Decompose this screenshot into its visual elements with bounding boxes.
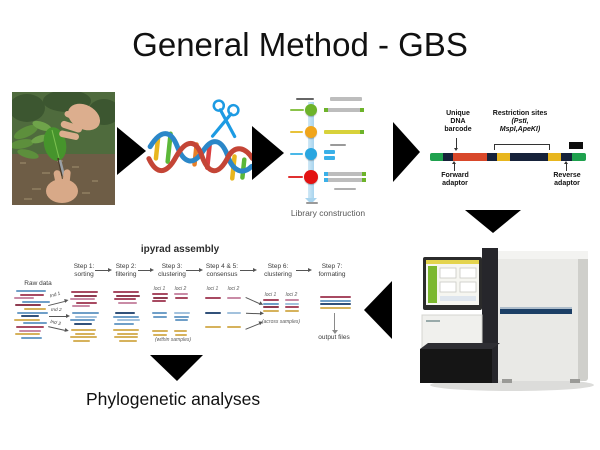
converge-arrow-top [245,296,260,305]
dna-cutting-illustration [142,92,261,210]
flow-arrow-right-2 [252,126,284,180]
restriction-bracket [494,144,550,150]
read-structure-diagram: Unique DNA barcode Restriction sites (Ps… [428,104,594,192]
reverse-adaptor-label: Reverse adaptor [553,172,581,187]
scissors-icon [210,99,240,139]
dna-helix [146,131,255,181]
sequencer-machine-image [420,233,595,398]
flow-arrow-down-1 [465,210,521,233]
tiny-label [296,98,314,100]
ind-2-arrow [49,314,70,318]
forward-pointer-arrow [452,161,456,171]
formatted-output-stack [320,296,351,310]
a-tailing-bar [324,130,364,134]
across-cluster-2 [285,299,302,313]
adapter-bar [324,156,335,160]
step-connector-arrow [138,268,154,272]
loci-2-label: loci 2 [174,286,187,292]
loci-2-label: loci 2 [285,292,298,298]
barcode-pointer-arrow [454,138,458,151]
adapter-bar [324,150,335,154]
filtered-reads-red [113,291,140,305]
reverse-pointer-arrow [564,161,568,171]
lib-step-dot-1 [305,104,317,116]
within-samples-caption: (within samples) [154,337,192,343]
across-samples-caption: (across samples) [261,319,301,325]
flow-arrow-right-3 [393,122,420,182]
step-connector-arrow [240,268,257,272]
sorted-reads-blue [70,312,99,326]
across-cluster-1 [263,299,280,313]
dna-fragment-bar [330,97,362,101]
step-7-label: Step 7: formating [318,263,346,278]
sequencer-screen [423,257,482,310]
consensus-yellow-1 [205,326,222,330]
loci-2-label: loci 2 [227,286,240,292]
tiny-label [306,202,318,204]
phylogenetic-analyses-label: Phylogenetic analyses [86,389,261,409]
consensus-red-2 [227,297,244,301]
output-files-label: output files [318,334,350,341]
step-connector-arrow [186,268,203,272]
step-connector-arrow [296,268,312,272]
unique-barcode-label: Unique DNA barcode [444,110,472,133]
pipeline-title: ipyrad assembly [140,244,220,255]
restriction-sites-label: Restriction sites (PstI, MspI,ApeKI) [484,110,556,134]
tiny-label [330,144,346,146]
step-4-5-label: Step 4 & 5: consensus [205,263,239,278]
step-pointer [288,176,303,178]
library-construction-diagram: Library construction [286,96,370,220]
restriction-line-1: Restriction sites [492,110,548,117]
ind-2-label: Ind 2 [51,308,62,313]
step-1-label: Step 1: sorting [73,263,95,278]
cluster-blue-1 [152,312,169,323]
restriction-line-2: (PstI, [511,118,529,125]
sorted-reads-yellow [70,329,97,343]
filtered-reads-blue [113,312,140,326]
filtered-reads-yellow [113,329,139,343]
full-length-bar [324,172,366,176]
loci-1-label: loci 1 [264,292,277,298]
library-construction-caption: Library construction [290,208,366,218]
flow-arrow-right-1 [117,127,146,175]
cluster-yellow-2 [174,330,191,337]
lib-step-dot-2 [305,126,317,138]
consensus-red-1 [205,297,222,301]
raw-reads-stack [14,290,66,340]
lib-step-dot-3 [305,148,317,160]
raw-data-label: Raw data [24,280,52,287]
forward-adaptor-label: Forward adaptor [441,172,469,187]
flow-arrow-down-2 [150,355,203,381]
forest-photo-illustration [9,90,120,205]
consensus-yellow-2 [227,326,244,330]
lib-step-dot-4 [304,170,318,184]
converge-arrow-mid [245,312,261,315]
consensus-blue-1 [205,312,222,316]
output-down-arrow [331,313,338,334]
sorted-reads-red [70,291,98,309]
loci-1-label: loci 1 [153,286,166,292]
step-connector-arrow [95,268,112,272]
tiny-label [334,188,356,190]
slide-title: General Method - GBS [132,26,468,63]
cluster-red-2 [174,293,191,304]
step-2-label: Step 2: filtering [115,263,137,278]
step-pointer [290,131,303,133]
cluster-yellow-1 [152,330,169,337]
barcode-bar [430,153,586,161]
loci-1-label: loci 1 [206,286,219,292]
step-3-label: Step 3: clustering [158,263,186,278]
restriction-line-3: MspI,ApeKI) [499,126,541,133]
field-sampling-photo [9,90,120,210]
index-chip [569,142,583,149]
consensus-blue-2 [227,312,244,316]
step-pointer [290,109,304,111]
end-repair-bar [324,108,364,112]
step-pointer [290,153,303,155]
step-6-label: Step 6: clustering [264,263,292,278]
cluster-blue-2 [174,312,191,323]
full-length-bar [324,178,366,182]
flow-arrow-left [364,281,392,339]
cluster-red-1 [152,293,169,304]
